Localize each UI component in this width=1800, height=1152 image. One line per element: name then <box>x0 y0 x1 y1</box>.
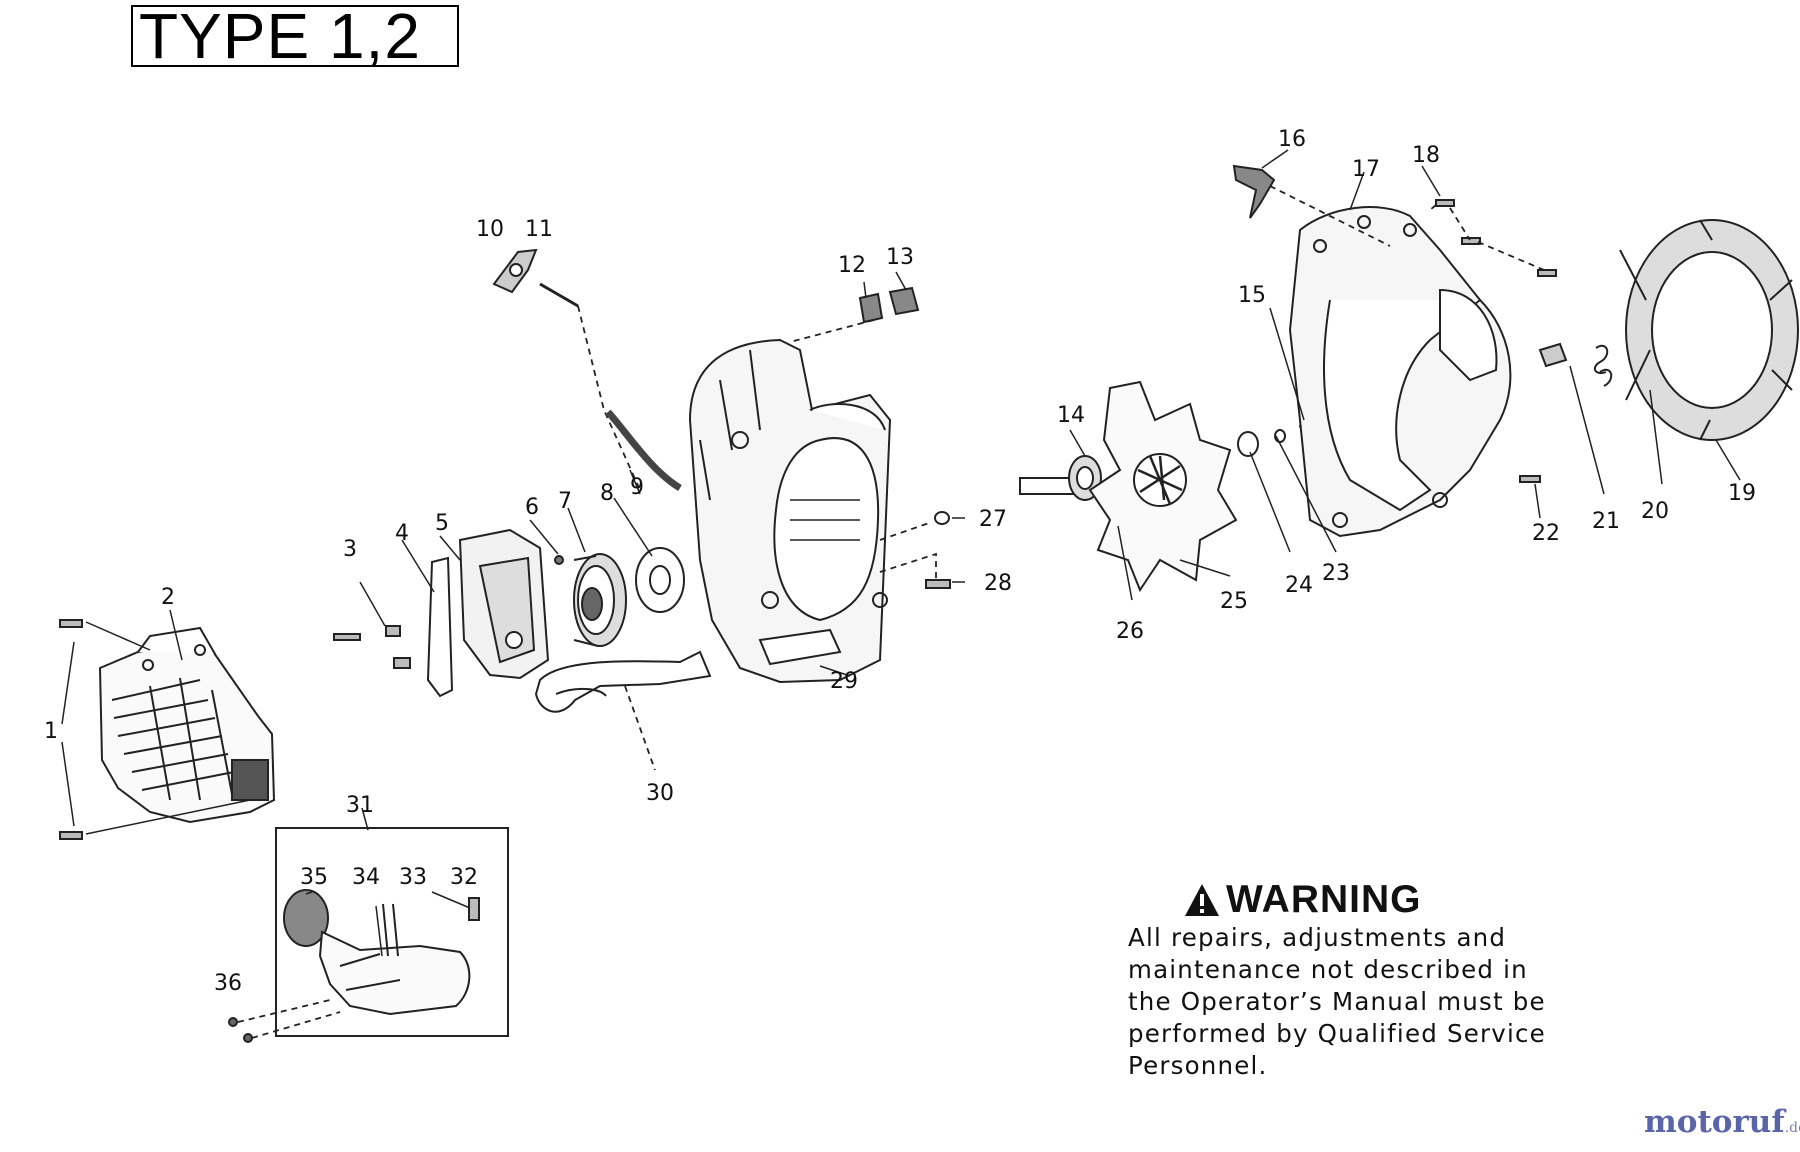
switch-13 <box>888 286 920 316</box>
starter-grip-10 <box>492 248 538 294</box>
intake-cover <box>98 626 276 824</box>
callout-15: 15 <box>1238 283 1266 308</box>
screw-3c <box>393 657 411 669</box>
warning-text: All repairs, adjustments and maintenance… <box>1128 922 1588 1082</box>
callout-16: 16 <box>1278 127 1306 152</box>
warning-line: Personnel. <box>1128 1051 1268 1080</box>
callout-11: 11 <box>525 217 553 242</box>
washer-8 <box>635 547 685 613</box>
spring-20a <box>1593 344 1609 374</box>
callout-2: 2 <box>161 585 175 610</box>
callout-12: 12 <box>838 253 866 278</box>
screw-3a <box>333 633 361 641</box>
callout-27: 27 <box>979 507 1007 532</box>
callout-19: 19 <box>1728 481 1756 506</box>
callout-35: 35 <box>300 865 328 890</box>
pin-21 <box>1538 342 1568 368</box>
warning-heading: WARNING <box>1184 878 1588 922</box>
screw-1b <box>59 831 83 840</box>
warning-line: All repairs, adjustments and <box>1128 923 1507 952</box>
shaft-26 <box>1019 477 1076 495</box>
callout-23: 23 <box>1322 561 1350 586</box>
switch-12 <box>858 292 884 324</box>
callout-33: 33 <box>399 865 427 890</box>
callout-20: 20 <box>1641 499 1669 524</box>
blower-housing-29 <box>688 338 892 684</box>
screw-18a <box>1435 199 1455 207</box>
callout-14: 14 <box>1057 403 1085 428</box>
warning-notice: WARNING All repairs, adjustments and mai… <box>1128 878 1588 1082</box>
fuel-line-33 <box>382 903 399 957</box>
intake-guard-19 <box>1619 219 1799 441</box>
screw-18b <box>1461 237 1481 245</box>
callout-labels: 1 2 3 4 5 6 7 8 9 10 11 12 13 14 15 16 1… <box>44 127 1756 996</box>
blower-cover-17 <box>1288 206 1512 538</box>
watermark-logo: motoruf.de <box>1644 1104 1800 1140</box>
pin-6 <box>554 555 564 565</box>
callout-36: 36 <box>214 971 242 996</box>
screw-36b <box>243 1033 253 1043</box>
handle-30 <box>534 650 712 713</box>
callout-4: 4 <box>395 521 409 546</box>
callout-3: 3 <box>343 537 357 562</box>
callout-32: 32 <box>450 865 478 890</box>
filter-32 <box>468 897 480 921</box>
spring-20b <box>1599 368 1613 387</box>
warning-line: maintenance not described in <box>1128 955 1528 984</box>
warning-title: WARNING <box>1226 878 1422 921</box>
gasket-4 <box>426 556 454 698</box>
nut-27 <box>934 511 950 525</box>
latch-16 <box>1232 164 1276 219</box>
warning-line: performed by Qualified Service <box>1128 1019 1546 1048</box>
callout-6: 6 <box>525 495 539 520</box>
tube-9 <box>605 409 682 492</box>
callout-13: 13 <box>886 245 914 270</box>
impeller-25 <box>1088 380 1238 593</box>
fuel-tank-assembly <box>283 889 471 1016</box>
callout-5: 5 <box>435 511 449 536</box>
screw-1a <box>59 619 83 628</box>
callout-30: 30 <box>646 781 674 806</box>
type-label: TYPE 1,2 <box>139 0 421 72</box>
screw-18c <box>1537 269 1557 277</box>
callout-29: 29 <box>830 669 858 694</box>
watermark-suffix: .de <box>1784 1120 1800 1136</box>
callout-21: 21 <box>1592 509 1620 534</box>
warning-triangle-icon <box>1185 884 1219 916</box>
callout-22: 22 <box>1532 521 1560 546</box>
callout-28: 28 <box>984 571 1012 596</box>
callout-7: 7 <box>558 489 572 514</box>
washer-24 <box>1237 431 1259 457</box>
callout-17: 17 <box>1352 157 1380 182</box>
callout-8: 8 <box>600 481 614 506</box>
watermark-brand: motoruf <box>1644 1104 1785 1140</box>
recoil-pulley-7 <box>573 553 627 647</box>
inset-box-31 <box>275 827 509 1037</box>
callout-9: 9 <box>630 475 644 500</box>
callout-34: 34 <box>352 865 380 890</box>
screw-36a <box>228 1017 238 1027</box>
screw-3b <box>385 625 401 637</box>
callout-26: 26 <box>1116 619 1144 644</box>
rope-11 <box>539 282 579 308</box>
screw-22 <box>1519 475 1541 483</box>
screw-28 <box>925 579 951 589</box>
callout-18: 18 <box>1412 143 1440 168</box>
callout-10: 10 <box>476 217 504 242</box>
fuel-line-34 <box>375 905 383 957</box>
callout-24: 24 <box>1285 573 1313 598</box>
type-label-box: TYPE 1,2 <box>131 0 459 72</box>
starter-housing-5 <box>458 528 550 680</box>
callout-31: 31 <box>346 793 374 818</box>
warning-line: the Operator’s Manual must be <box>1128 987 1546 1016</box>
callout-25: 25 <box>1220 589 1248 614</box>
callout-1: 1 <box>44 719 58 744</box>
